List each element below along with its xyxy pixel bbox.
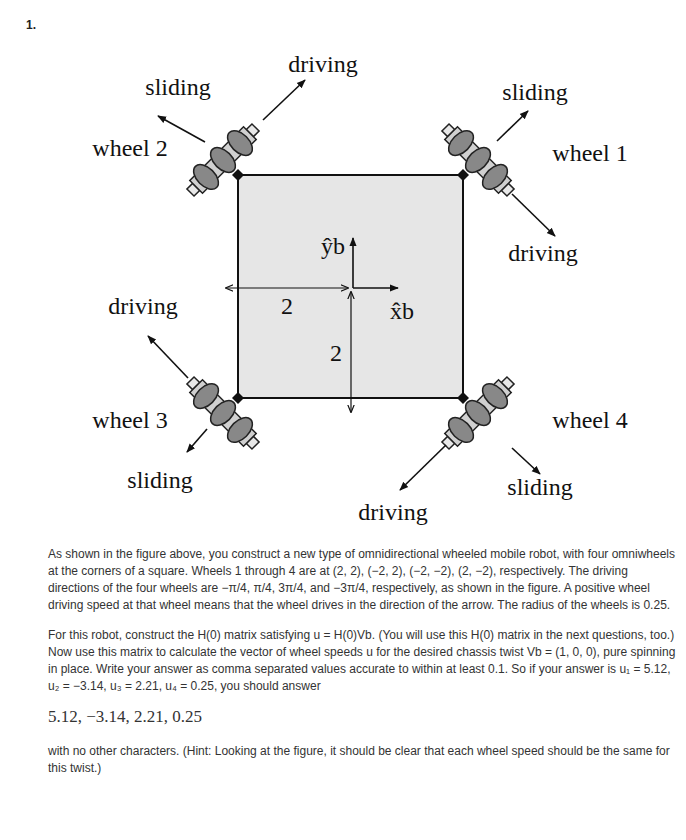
robot-illustration	[0, 0, 686, 540]
axis-label: x̂b	[390, 299, 414, 323]
direction-label: driving	[508, 241, 577, 265]
paragraph: with no other characters. (Hint: Looking…	[48, 743, 676, 777]
paragraph: For this robot, construct the H(0) matri…	[48, 627, 676, 695]
answer-example: 5.12, −3.14, 2.21, 0.25	[48, 708, 676, 725]
axis-label: ŷb	[321, 234, 345, 258]
direction-label: sliding	[127, 468, 192, 492]
wheel-label: wheel 4	[552, 408, 627, 432]
direction-label: driving	[108, 294, 177, 318]
direction-label: driving	[358, 500, 427, 524]
problem-text: As shown in the figure above, you constr…	[48, 546, 676, 790]
wheel-label: wheel 1	[552, 141, 627, 165]
wheel-label: wheel 2	[92, 136, 167, 160]
wheel-label: wheel 3	[92, 408, 167, 432]
direction-label: sliding	[507, 475, 572, 499]
problem-number: 1.	[26, 18, 36, 32]
direction-label: driving	[288, 52, 357, 76]
direction-label: sliding	[502, 80, 567, 104]
direction-label: sliding	[145, 75, 210, 99]
paragraph: As shown in the figure above, you constr…	[48, 546, 676, 614]
dimension-label: 2	[281, 294, 293, 318]
dimension-label: 2	[330, 341, 342, 365]
